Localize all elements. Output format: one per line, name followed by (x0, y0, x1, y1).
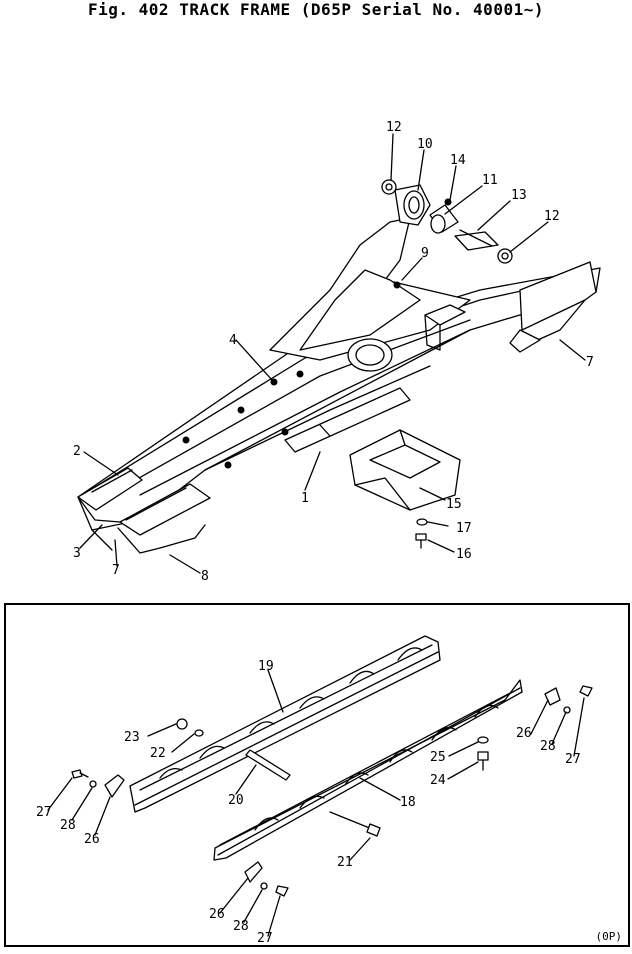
callout-12: 12 (544, 209, 560, 224)
callout-27: 27 (257, 931, 273, 946)
track-frame-main (77, 184, 601, 554)
guard-detail-frame: (0P) (4, 603, 630, 947)
callout-27: 27 (565, 752, 581, 767)
callout-4: 4 (229, 333, 237, 348)
callout-21: 21 (337, 855, 353, 870)
page-code: (0P) (595, 930, 623, 943)
callout-10: 10 (417, 137, 433, 152)
callout-26: 26 (84, 832, 100, 847)
callout-28: 28 (60, 818, 76, 833)
callout-7: 7 (586, 355, 594, 370)
callout-26: 26 (209, 907, 225, 922)
callout-24: 24 (430, 773, 446, 788)
callout-19: 19 (258, 659, 274, 674)
pivot-parts (381, 179, 513, 264)
callout-18: 18 (400, 795, 416, 810)
callout-8: 8 (201, 569, 209, 584)
callout-28: 28 (540, 739, 556, 754)
callout-3: 3 (73, 546, 81, 561)
leader-lines (47, 133, 586, 937)
callout-7: 7 (112, 563, 120, 578)
callout-12: 12 (386, 120, 402, 135)
callout-2: 2 (73, 444, 81, 459)
callout-23: 23 (124, 730, 140, 745)
callout-28: 28 (233, 919, 249, 934)
callout-25: 25 (430, 750, 446, 765)
callout-11: 11 (482, 173, 498, 188)
callout-22: 22 (150, 746, 166, 761)
figure-title: Fig. 402 TRACK FRAME (D65P Serial No. 40… (88, 0, 544, 19)
callout-1: 1 (301, 491, 309, 506)
callout-17: 17 (456, 521, 472, 536)
callout-16: 16 (456, 547, 472, 562)
callout-20: 20 (228, 793, 244, 808)
callout-13: 13 (511, 188, 527, 203)
callout-15: 15 (446, 497, 462, 512)
callout-26: 26 (516, 726, 532, 741)
fasteners (71, 685, 593, 897)
callout-9: 9 (421, 246, 429, 261)
guard-upper (129, 635, 441, 813)
guard-bracket (349, 429, 461, 549)
callout-14: 14 (450, 153, 466, 168)
callout-labels: 12 10 14 11 13 12 9 4 7 2 1 15 17 3 16 7… (36, 120, 594, 946)
guard-lower (213, 679, 523, 861)
callout-27: 27 (36, 805, 52, 820)
